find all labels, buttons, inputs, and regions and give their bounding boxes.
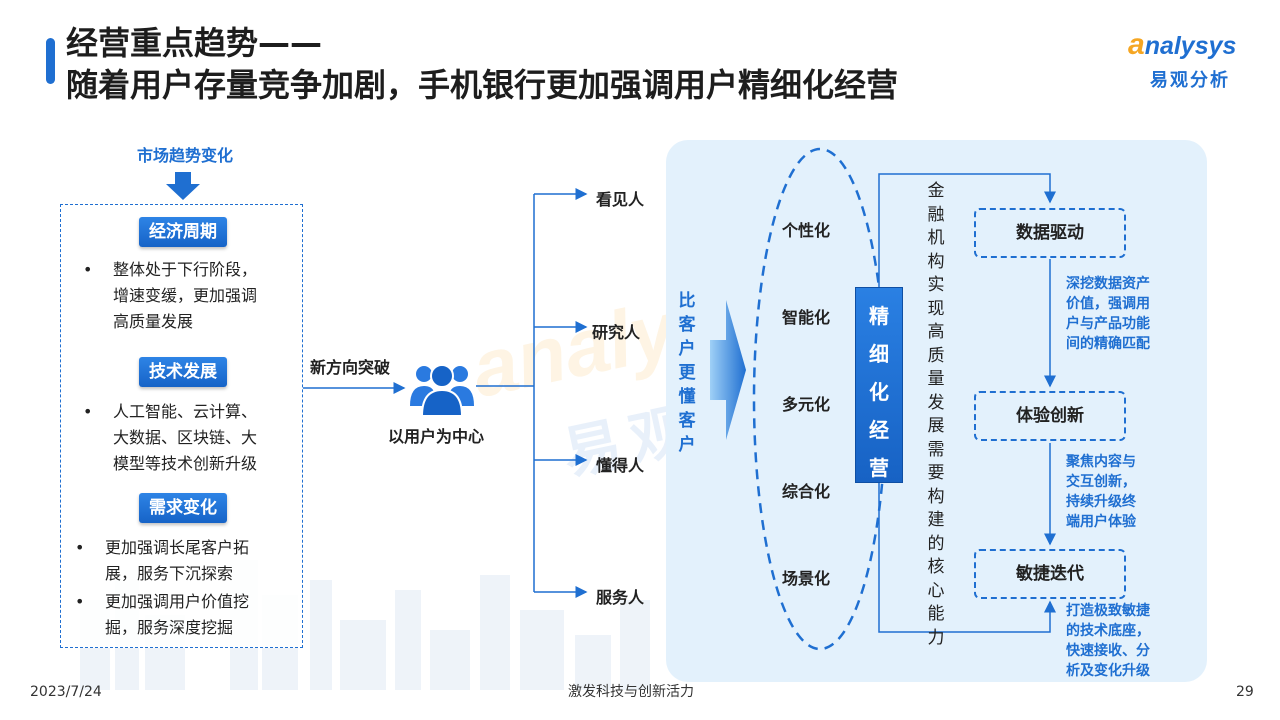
- tag-demand-change: 需求变化: [139, 493, 227, 523]
- tag-tech-development: 技术发展: [139, 357, 227, 387]
- market-trend-heading: 市场趋势变化: [136, 146, 233, 165]
- logo-analysys: analysys: [1128, 28, 1237, 61]
- page-number: 29: [1236, 684, 1254, 700]
- capability-data-driven: 数据驱动: [974, 208, 1126, 258]
- branch-see-people: 看见人: [596, 190, 645, 209]
- users-group-icon: [410, 364, 474, 416]
- branch-understand-people: 懂得人: [596, 456, 645, 475]
- bullet-dot: •: [75, 592, 85, 611]
- integration-label: 综合化: [782, 482, 831, 501]
- bullet-dot: •: [75, 538, 85, 557]
- scenario-label: 场景化: [782, 569, 831, 588]
- diversification-label: 多元化: [782, 395, 831, 414]
- bullet-demand-change-2: 更加强调用户价值挖 掘，服务深度挖掘: [105, 592, 250, 637]
- fine-operation-text: 精细化经营: [869, 304, 889, 480]
- footer-date: 2023/7/24: [30, 684, 102, 700]
- capability-agile-iteration: 敏捷迭代: [974, 549, 1126, 599]
- branch-serve-people: 服务人: [596, 588, 645, 607]
- footer-slogan: 激发科技与创新活力: [568, 684, 694, 700]
- title-line-1: 经营重点趋势——: [66, 24, 323, 62]
- know-customer-better-text: 比客户更懂客户: [678, 291, 696, 455]
- core-capability-vertical-text: 金融机构实现高质量发展需要构建的核心能力: [927, 181, 945, 648]
- fine-operation-box: [855, 287, 903, 483]
- capability-experience-innovation-desc: 聚焦内容与 交互创新， 持续升级终 端用户体验: [1066, 454, 1136, 530]
- capability-data-driven-desc: 深挖数据资产 价值，强调用 户与产品功能 间的精确匹配: [1066, 276, 1150, 352]
- capability-agile-iteration-desc: 打造极致敏捷 的技术底座， 快速接收、分 析及变化升级: [1066, 603, 1150, 679]
- title-line-2: 随着用户存量竞争加剧，手机银行更加强调用户精细化经营: [66, 66, 899, 104]
- bullet-economic-cycle: 整体处于下行阶段， 增速变缓，更加强调 高质量发展: [113, 260, 258, 331]
- big-right-arrow-icon: [710, 300, 746, 440]
- page-title: 经营重点趋势—— 随着用户存量竞争加剧，手机银行更加强调用户精细化经营: [66, 22, 898, 106]
- logo-cn-text: 易观分析: [1150, 70, 1230, 91]
- branch-study-people: 研究人: [592, 323, 641, 342]
- bullet-demand-change-1: 更加强调长尾客户拓 展，服务下沉探索: [105, 538, 250, 583]
- tag-economic-cycle: 经济周期: [139, 217, 227, 247]
- user-center-label: 以用户为中心: [388, 427, 485, 446]
- intelligence-label: 智能化: [782, 308, 831, 327]
- down-arrow-icon: [166, 172, 200, 200]
- market-trend-box: 经济周期 • 整体处于下行阶段， 增速变缓，更加强调 高质量发展 技术发展 • …: [60, 204, 303, 648]
- personalization-label: 个性化: [782, 221, 831, 240]
- bullet-tech-development: 人工智能、云计算、 大数据、区块链、大 模型等技术创新升级: [113, 402, 258, 473]
- capability-experience-innovation: 体验创新: [974, 391, 1126, 441]
- new-direction-label: 新方向突破: [310, 358, 391, 377]
- bullet-dot: •: [83, 402, 93, 421]
- bullet-dot: •: [83, 260, 93, 279]
- title-accent-bar: [46, 38, 55, 84]
